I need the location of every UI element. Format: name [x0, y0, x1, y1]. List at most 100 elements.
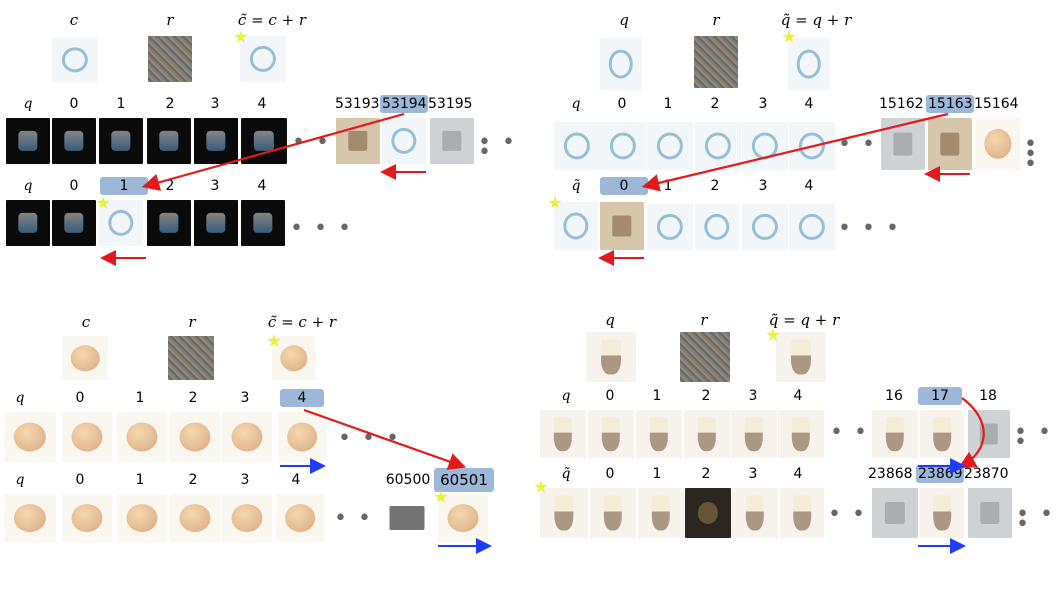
mug-image [6, 118, 50, 164]
row-label: 1 [663, 96, 673, 112]
row-label: 4 [257, 178, 267, 194]
ellipsis: • • • [1014, 420, 1053, 455]
header-label: r [700, 311, 708, 329]
kettle-image [62, 494, 112, 542]
table-lamp-image [920, 488, 964, 538]
noise-perturbation-image [148, 36, 192, 82]
kettle-image [222, 494, 272, 542]
header-label: q [605, 311, 615, 329]
row-label: 3 [758, 178, 768, 194]
row-label: 2 [710, 96, 720, 112]
header-label: q̃ = q + r [768, 311, 840, 329]
bicycle-image [647, 204, 693, 250]
row-label: 3 [758, 96, 768, 112]
rank-label: 53195 [428, 96, 473, 112]
row-label: 4 [793, 466, 803, 482]
ellipsis: • • • [838, 216, 901, 241]
sofa-image [600, 202, 644, 250]
row-label: q̃ [571, 178, 581, 194]
rank-label: 53193 [335, 96, 380, 112]
row-label: 4 [804, 96, 814, 112]
header-label: c [81, 313, 91, 331]
ellipsis: • • • [1016, 502, 1055, 537]
bicycle-image [52, 38, 98, 82]
row-label: 2 [701, 388, 711, 404]
rank-label: 15164 [974, 96, 1019, 112]
panel-top-left: c r c̃ = c + r q 0 1 2 3 4 53193 53194 5… [0, 0, 520, 270]
rank-label: 18 [979, 388, 997, 404]
row-label: 4 [804, 178, 814, 194]
salt-lamp-image [276, 494, 324, 542]
ellipsis: • • • [334, 506, 397, 531]
row-label: 0 [75, 472, 85, 488]
row-label: 1 [652, 466, 662, 482]
mug-image [194, 118, 238, 164]
kettle-image [278, 412, 326, 462]
rank-label: 23868 [868, 466, 913, 482]
row-label: q [23, 178, 33, 194]
kettle-image [117, 412, 167, 462]
row-label: 0 [605, 466, 615, 482]
kettle-image [117, 494, 167, 542]
bicycle-image [554, 202, 598, 250]
row-label: 4 [257, 96, 267, 112]
row-label: 1 [663, 178, 673, 194]
floor-lamp-image [638, 488, 684, 538]
header-label: r [166, 11, 174, 29]
mug-image [147, 118, 191, 164]
chair-image [382, 494, 432, 542]
table-lamp-image [732, 488, 778, 538]
kettle-image [62, 412, 112, 462]
mug-image [194, 200, 238, 246]
row-label: 1 [652, 388, 662, 404]
row-label: 3 [210, 96, 220, 112]
highlighted-rank-label: 17 [918, 387, 962, 405]
header-label: r [188, 313, 196, 331]
panel-bottom-right: q r q̃ = q + r q 0 1 2 3 4 16 17 18 • • … [528, 300, 1058, 580]
row-label: 4 [793, 388, 803, 404]
kettle-image [272, 336, 316, 380]
bicycle-image [647, 122, 693, 170]
table-lamp-image [588, 410, 634, 458]
highlighted-rank-label: 15163 [926, 95, 974, 113]
noise-perturbation-image [680, 332, 730, 382]
row-label: q [23, 96, 33, 112]
mug-image [147, 200, 191, 246]
table-lamp-image [780, 488, 824, 538]
row-label: q [15, 472, 25, 488]
object-image [968, 410, 1010, 458]
bicycle-image [789, 122, 835, 170]
header-label: c̃ = c + r [267, 313, 337, 331]
header-label: q [619, 11, 629, 29]
row-label: 1 [135, 390, 145, 406]
object-image [968, 488, 1012, 538]
header-label: c [69, 11, 79, 29]
panel-top-right: q r q̃ = q + r q 0 1 2 3 4 15162 15163 1… [540, 0, 1058, 270]
mug-image [52, 118, 96, 164]
mug-image [99, 118, 143, 164]
row-label: q̃ [561, 466, 571, 482]
noise-perturbation-image [168, 336, 214, 380]
cabinet-image [430, 118, 474, 164]
row-label: 3 [240, 390, 250, 406]
row-label: 0 [75, 390, 85, 406]
kettle-image [4, 412, 56, 462]
row-label: 0 [605, 388, 615, 404]
row-label: 3 [748, 466, 758, 482]
table-lamp-image [920, 410, 964, 458]
row-label: 3 [748, 388, 758, 404]
row-label: 2 [188, 472, 198, 488]
bicycle-image [382, 118, 426, 164]
bicycle-image [600, 38, 642, 90]
kettle-image [438, 494, 488, 542]
bicycle-image [695, 204, 739, 250]
row-label: 0 [69, 96, 79, 112]
row-label: 1 [135, 472, 145, 488]
mug-image [241, 200, 285, 246]
object-image [976, 118, 1020, 170]
header-label: c̃ = c + r [237, 11, 307, 29]
kettle-image [170, 494, 220, 542]
bicycle-image [742, 204, 788, 250]
row-label: 2 [188, 390, 198, 406]
